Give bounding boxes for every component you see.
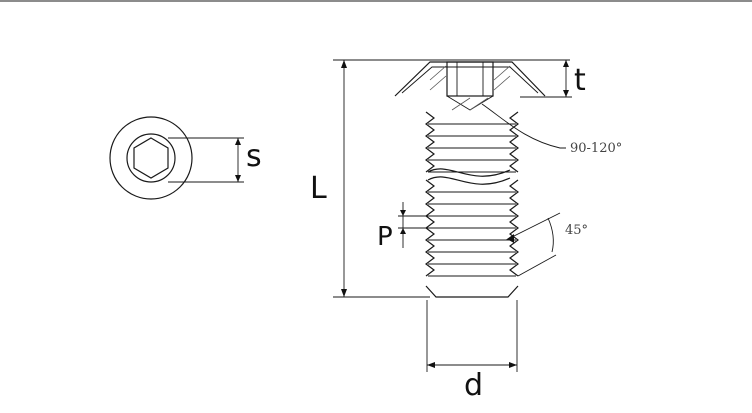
dimension-P: P bbox=[377, 202, 432, 252]
outer-circle bbox=[109, 116, 193, 200]
d-arrow-left bbox=[427, 362, 435, 368]
lower-thread bbox=[425, 179, 519, 277]
point-angle-callout: 90-120° bbox=[481, 103, 622, 156]
P-arrow-top bbox=[400, 210, 406, 216]
label-d: d bbox=[464, 368, 483, 403]
thread-angle-line-1 bbox=[505, 212, 561, 241]
thread-angle-line-2 bbox=[517, 254, 557, 277]
thread-angle-arrow bbox=[507, 234, 514, 243]
hex-socket bbox=[133, 137, 169, 179]
break-line-2 bbox=[427, 176, 511, 185]
thread-angle-callout: 45° bbox=[505, 212, 588, 277]
upper-thread bbox=[425, 111, 519, 173]
thread-profile-left bbox=[425, 111, 435, 173]
t-arrow-bottom bbox=[563, 90, 569, 97]
dimension-d: d bbox=[426, 300, 518, 403]
thread-profile-right bbox=[509, 179, 519, 277]
thread-profile-right bbox=[509, 111, 519, 173]
label-t: t bbox=[574, 63, 586, 98]
s-arrow-top bbox=[235, 138, 241, 145]
L-arrow-top bbox=[341, 60, 347, 68]
hex-socket-section bbox=[446, 61, 494, 97]
t-arrow-top bbox=[563, 60, 569, 67]
label-s: s bbox=[246, 139, 262, 174]
break-line-1 bbox=[427, 168, 511, 177]
point-angle-leader bbox=[481, 103, 566, 149]
label-point-angle: 90-120° bbox=[570, 141, 622, 156]
inner-circle bbox=[126, 133, 176, 183]
section-hatch bbox=[429, 65, 511, 111]
thread-angle-arc bbox=[547, 217, 554, 253]
label-L: L bbox=[310, 171, 327, 206]
dimension-t: t bbox=[520, 60, 586, 98]
label-thread-angle: 45° bbox=[565, 223, 588, 238]
dimension-L: L bbox=[310, 59, 570, 298]
bottom-chamfer bbox=[425, 285, 519, 298]
top-point-inner bbox=[401, 66, 539, 94]
label-P: P bbox=[377, 222, 393, 252]
L-arrow-bottom bbox=[341, 289, 347, 297]
s-arrow-bottom bbox=[235, 175, 241, 182]
end-view: s bbox=[109, 116, 262, 200]
P-arrow-bottom bbox=[400, 228, 406, 234]
d-arrow-right bbox=[509, 362, 517, 368]
side-view bbox=[394, 61, 546, 298]
